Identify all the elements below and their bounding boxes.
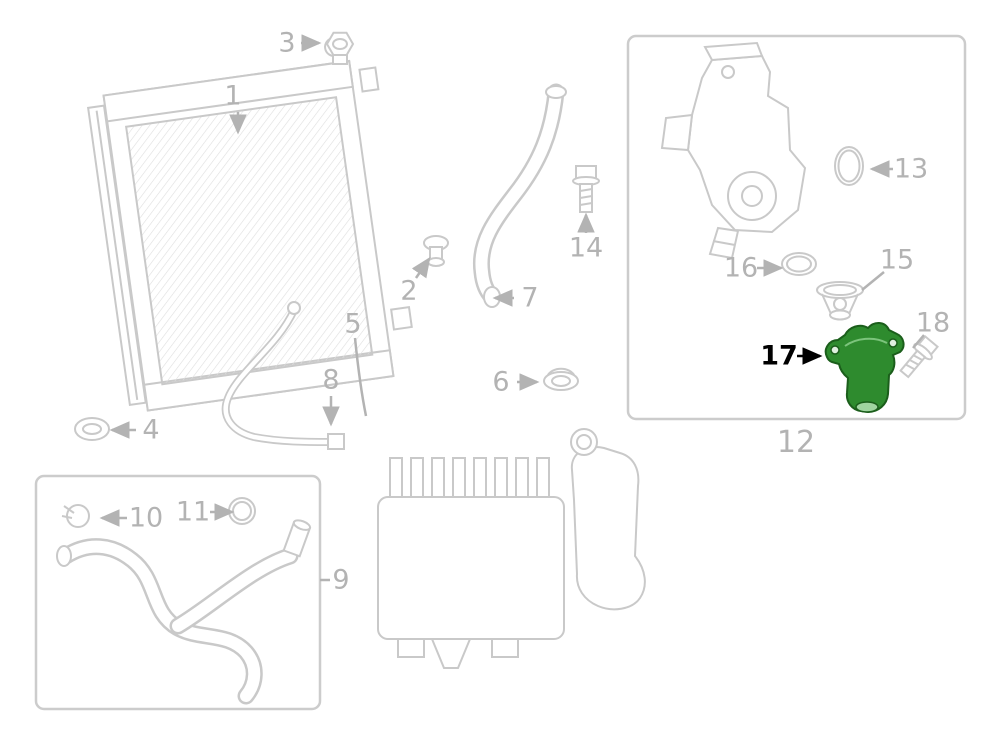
callout-5: 5: [344, 308, 362, 340]
group-box-12: [626, 34, 967, 421]
air-cleaner-reservoir-drawing: [377, 428, 646, 669]
part-17-highlighted[interactable]: [824, 322, 905, 414]
callout-17-highlighted: 17: [760, 340, 798, 372]
part-17-bolt-hole-left: [830, 345, 840, 355]
callout-18: 18: [915, 307, 951, 339]
grommet-drawing: [543, 367, 579, 391]
gasket-16-drawing: [781, 252, 817, 276]
callout-11: 11: [175, 496, 211, 528]
callout-8: 8: [322, 364, 340, 396]
clamp-drawing: [61, 504, 90, 528]
callout-9: 9: [332, 564, 350, 596]
seal-4-drawing: [74, 417, 110, 441]
callout-12: 12: [776, 425, 816, 460]
callout-1: 1: [224, 80, 242, 112]
part-17-highlight-line: [844, 337, 888, 347]
oring-13-drawing: [834, 146, 864, 186]
overflow-tube-drawing: [221, 301, 345, 450]
callout-13: 13: [893, 153, 929, 185]
group-box-9: [34, 474, 322, 711]
callout-3: 3: [278, 27, 296, 59]
callout-16: 16: [723, 252, 759, 284]
part-17-body[interactable]: [824, 322, 905, 414]
callout-6: 6: [492, 366, 510, 398]
radiator-drawing: [87, 37, 413, 412]
callout-2: 2: [400, 275, 418, 307]
callout-4: 4: [142, 414, 160, 446]
callout-7: 7: [521, 282, 539, 314]
lower-hose-drawing: [56, 519, 312, 705]
callout-leader-lines: [99, 34, 925, 582]
callout-15: 15: [879, 244, 915, 276]
water-pump-drawing: [660, 41, 807, 260]
upper-hose-drawing: [472, 83, 567, 308]
callout-14: 14: [568, 232, 604, 264]
oring-11-drawing: [228, 497, 256, 525]
thermostat-drawing: [816, 281, 864, 321]
callout-10: 10: [128, 502, 164, 534]
bolt-14-drawing: [572, 165, 600, 213]
cap-drawing: [325, 31, 355, 65]
part-17-outlet-opening: [855, 401, 879, 413]
bolt-18-drawing: [899, 335, 939, 379]
part-17-bolt-hole-right: [888, 338, 898, 348]
